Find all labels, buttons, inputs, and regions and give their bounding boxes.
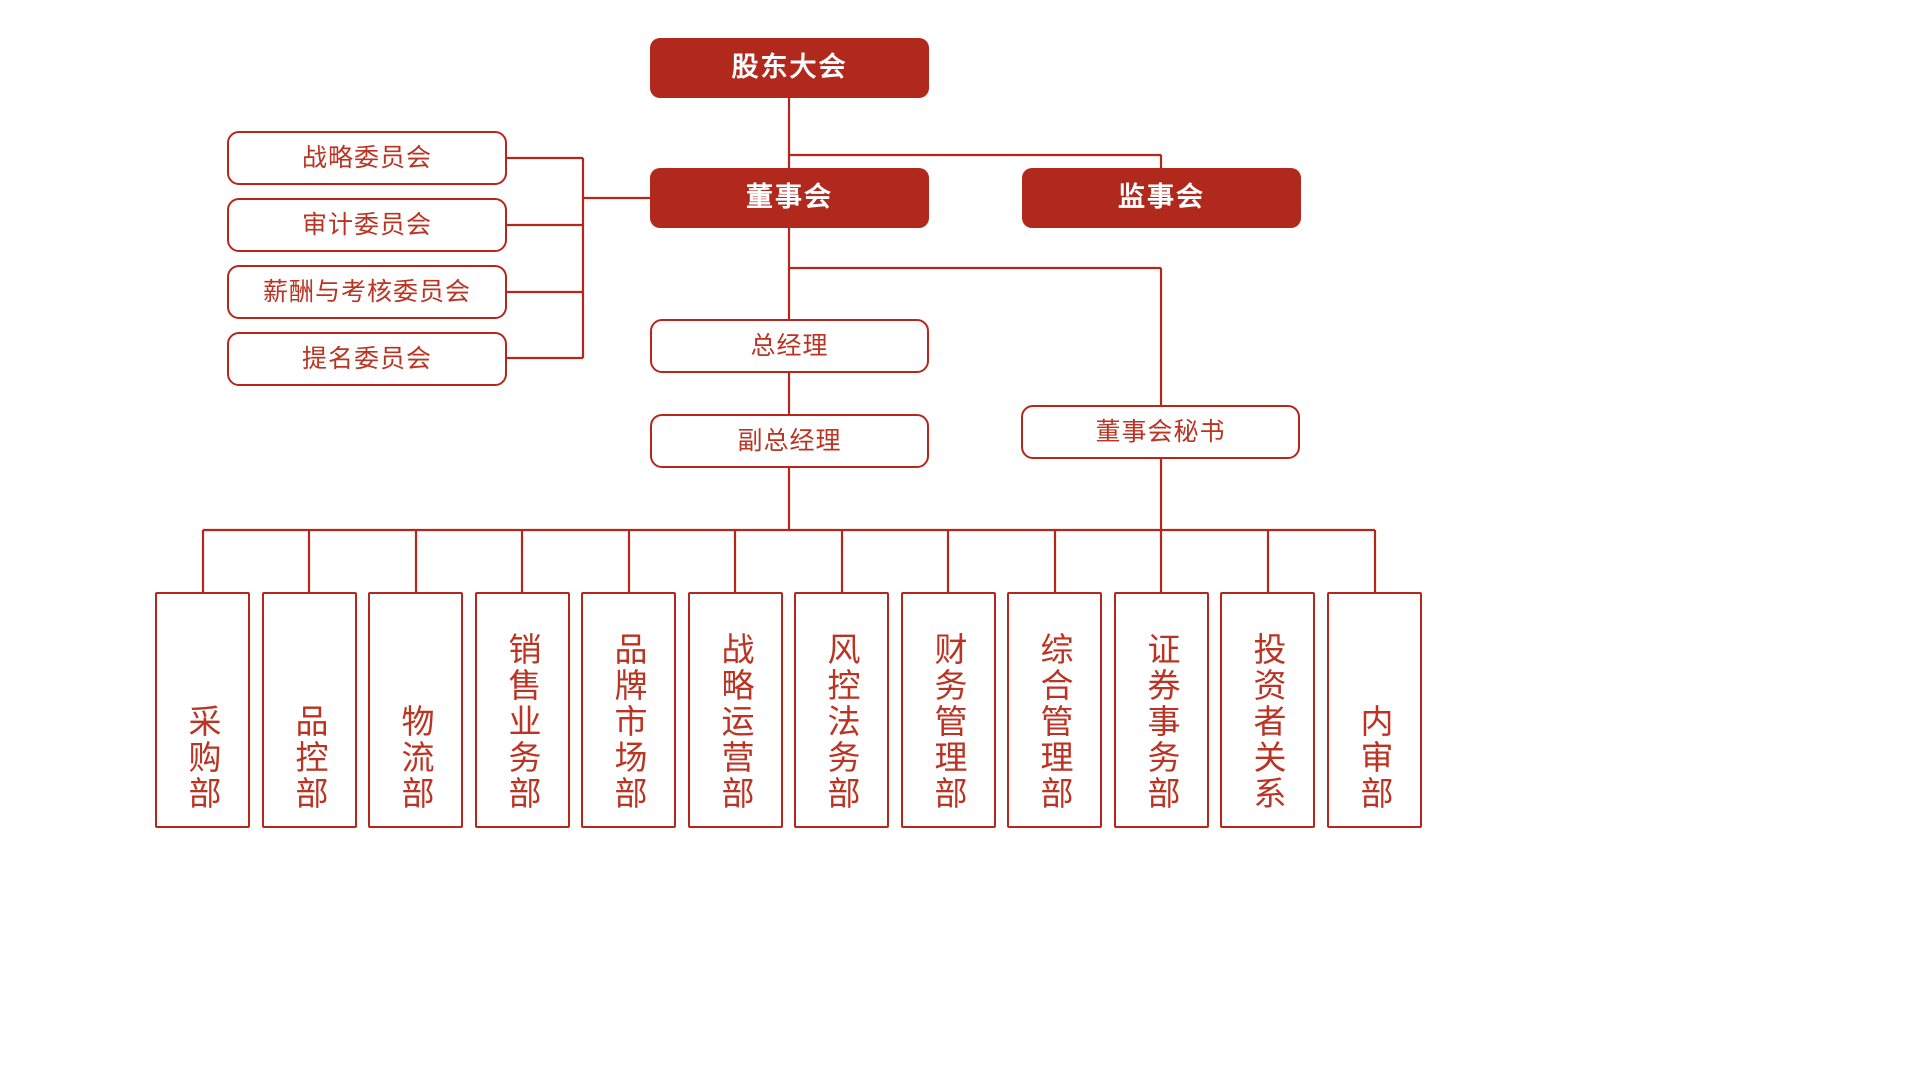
dept-label-strategy-operations: 战略运营部 bbox=[717, 632, 754, 812]
node-label-board-of-supervisors: 监事会 bbox=[1118, 182, 1205, 213]
dept-box-investor-relations[interactable]: 投资者关系 bbox=[1220, 592, 1315, 828]
dept-label-brand-marketing: 品牌市场部 bbox=[610, 632, 647, 812]
node-general-manager[interactable]: 总经理 bbox=[650, 319, 929, 373]
node-label-board-of-directors: 董事会 bbox=[746, 182, 833, 213]
node-strategy-committee[interactable]: 战略委员会 bbox=[227, 131, 507, 185]
dept-label-logistics: 物流部 bbox=[397, 704, 434, 812]
node-nomination-committee[interactable]: 提名委员会 bbox=[227, 332, 507, 386]
dept-label-procurement: 采购部 bbox=[184, 704, 221, 812]
dept-label-finance: 财务管理部 bbox=[930, 632, 967, 812]
dept-label-securities-affairs: 证券事务部 bbox=[1143, 632, 1180, 812]
node-audit-committee[interactable]: 审计委员会 bbox=[227, 198, 507, 252]
dept-box-strategy-operations[interactable]: 战略运营部 bbox=[688, 592, 783, 828]
node-label-nomination-committee: 提名委员会 bbox=[301, 344, 432, 373]
dept-box-securities-affairs[interactable]: 证券事务部 bbox=[1114, 592, 1209, 828]
node-board-of-directors[interactable]: 董事会 bbox=[650, 168, 929, 228]
node-label-audit-committee: 审计委员会 bbox=[301, 210, 432, 239]
dept-label-investor-relations: 投资者关系 bbox=[1249, 632, 1286, 812]
dept-box-finance[interactable]: 财务管理部 bbox=[901, 592, 996, 828]
node-label-shareholders-meeting: 股东大会 bbox=[731, 52, 848, 83]
dept-box-quality-control[interactable]: 品控部 bbox=[262, 592, 357, 828]
node-shareholders-meeting[interactable]: 股东大会 bbox=[650, 38, 929, 98]
dept-label-risk-legal: 风控法务部 bbox=[823, 632, 860, 812]
node-board-of-supervisors[interactable]: 监事会 bbox=[1022, 168, 1301, 228]
node-deputy-general-manager[interactable]: 副总经理 bbox=[650, 414, 929, 468]
dept-label-quality-control: 品控部 bbox=[291, 704, 328, 812]
node-label-board-secretary: 董事会秘书 bbox=[1095, 417, 1226, 446]
dept-label-internal-audit: 内审部 bbox=[1356, 704, 1393, 812]
dept-label-sales: 销售业务部 bbox=[504, 632, 541, 812]
node-label-deputy-general-manager: 副总经理 bbox=[737, 426, 842, 455]
node-remuneration-committee[interactable]: 薪酬与考核委员会 bbox=[227, 265, 507, 319]
dept-label-general-administration: 综合管理部 bbox=[1036, 632, 1073, 812]
dept-box-general-administration[interactable]: 综合管理部 bbox=[1007, 592, 1102, 828]
dept-box-sales[interactable]: 销售业务部 bbox=[475, 592, 570, 828]
dept-box-risk-legal[interactable]: 风控法务部 bbox=[794, 592, 889, 828]
node-label-strategy-committee: 战略委员会 bbox=[301, 143, 432, 172]
dept-box-procurement[interactable]: 采购部 bbox=[155, 592, 250, 828]
dept-box-logistics[interactable]: 物流部 bbox=[368, 592, 463, 828]
node-label-general-manager: 总经理 bbox=[750, 331, 829, 360]
dept-box-internal-audit[interactable]: 内审部 bbox=[1327, 592, 1422, 828]
dept-box-brand-marketing[interactable]: 品牌市场部 bbox=[581, 592, 676, 828]
node-label-remuneration-committee: 薪酬与考核委员会 bbox=[262, 277, 471, 306]
node-board-secretary[interactable]: 董事会秘书 bbox=[1021, 405, 1300, 459]
